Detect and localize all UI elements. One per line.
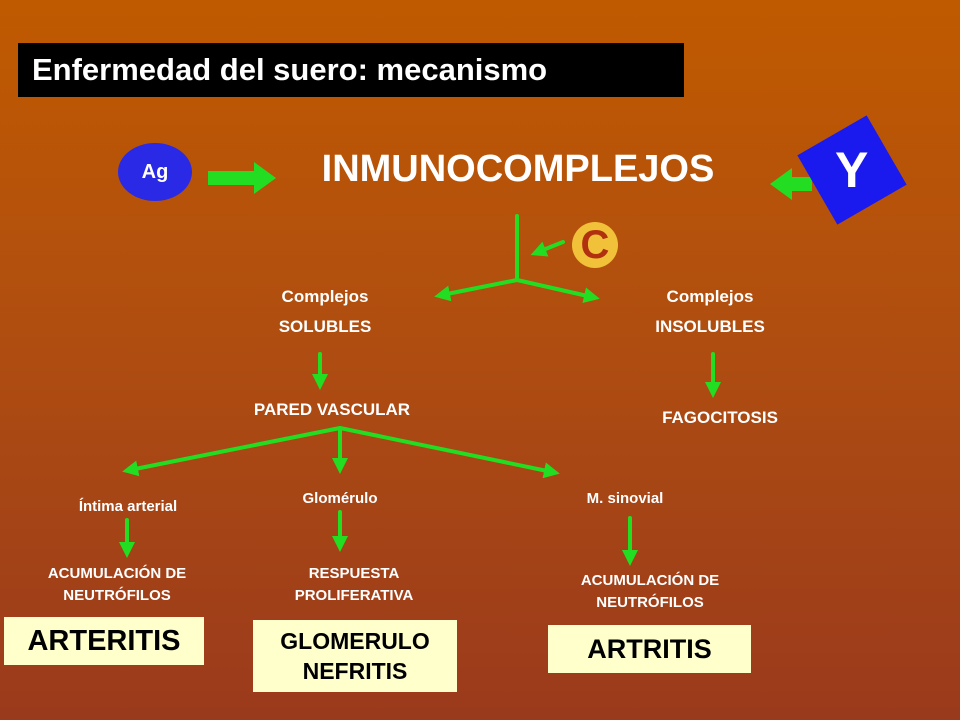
site-arterial-intima: Íntima arterial — [78, 498, 178, 515]
response-glomerular: RESPUESTA PROLIFERATIVA — [254, 563, 454, 607]
insoluble-line1: Complejos — [666, 287, 754, 306]
to-intima-arrow — [122, 426, 342, 477]
response-glomerular-line1: RESPUESTA — [308, 565, 400, 582]
complement-symbol: C — [580, 223, 610, 267]
site-synovial: M. sinovial — [586, 490, 664, 507]
result-glomerulonephritis: GLOMERULO NEFRITIS — [253, 620, 457, 692]
insoluble-line2: INSOLUBLES — [655, 317, 765, 336]
phagocytosis-node: FAGOCITOSIS — [662, 408, 778, 427]
antigen-node: Ag — [118, 143, 192, 201]
site-glomerulus: Glomérulo — [302, 490, 378, 507]
antibody-symbol: Y — [835, 142, 869, 199]
soluble-line2: SOLUBLES — [278, 317, 372, 336]
result-glomerulonephritis-line1: GLOMERULO — [280, 628, 430, 654]
to-soluble-arrow — [434, 278, 519, 302]
vascular-wall-node: PARED VASCULAR — [253, 400, 411, 419]
immune-complex-node: INMUNOCOMPLEJOS — [321, 148, 715, 190]
to-sinovial-arrow — [338, 426, 560, 479]
result-glomerulonephritis-line2: NEFRITIS — [302, 658, 408, 684]
response-synovial: ACUMULACIÓN DE NEUTRÓFILOS — [540, 570, 760, 614]
response-arterial-line1: ACUMULACIÓN DE — [47, 565, 187, 582]
result-arteritis: ARTERITIS — [4, 617, 204, 665]
antigen-label: Ag — [141, 160, 169, 183]
insoluble-complexes-node: Complejos INSOLUBLES — [610, 282, 810, 342]
antibody-to-complex-arrow — [770, 168, 812, 200]
soluble-complexes-node: Complejos SOLUBLES — [225, 282, 425, 342]
to-insoluble-arrow — [515, 278, 600, 304]
complement-icon: C — [572, 222, 618, 268]
result-arthritis-label: ARTRITIS — [587, 633, 712, 664]
result-arthritis: ARTRITIS — [548, 625, 751, 673]
response-arterial-line2: NEUTRÓFILOS — [63, 587, 171, 604]
response-glomerular-line2: PROLIFERATIVA — [294, 587, 414, 604]
response-synovial-line1: ACUMULACIÓN DE — [580, 572, 720, 589]
ag-to-complex-arrow — [208, 162, 276, 194]
response-arterial: ACUMULACIÓN DE NEUTRÓFILOS — [10, 563, 224, 607]
page-title: Enfermedad del suero: mecanismo — [18, 43, 684, 97]
result-arteritis-label: ARTERITIS — [27, 624, 181, 657]
complement-arrow — [530, 240, 565, 257]
soluble-line1: Complejos — [281, 287, 369, 306]
response-synovial-line2: NEUTRÓFILOS — [596, 594, 704, 611]
